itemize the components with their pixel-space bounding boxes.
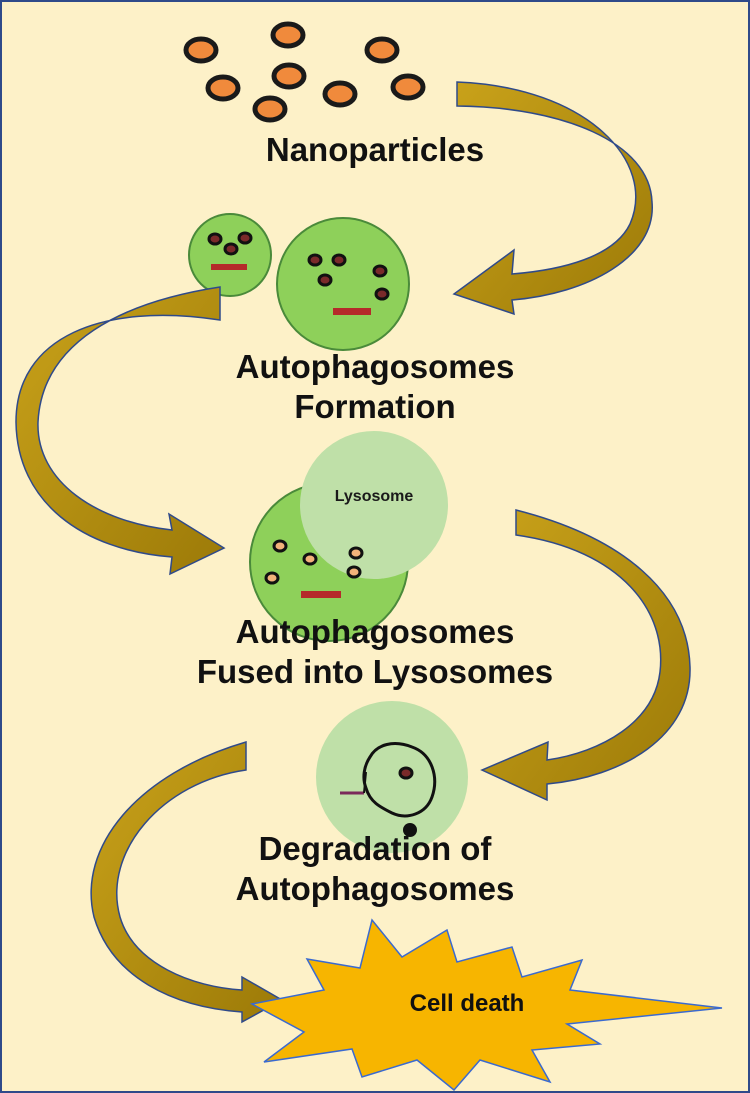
fused-line-2: Fused into Lysosomes [196,653,554,690]
degradation-line-1: Degradation of [258,830,492,867]
nanoparticle-icon [270,21,306,49]
nanoparticles-label: Nanoparticles [2,130,748,170]
degradation-label: Degradation of Autophagosomes [2,829,748,909]
cell-death-label: Cell death [409,990,525,1017]
fused-line-1: Autophagosomes [235,613,515,650]
lysosome-label: Lysosome [334,488,414,505]
fused-autolysosome-icon [249,431,448,642]
degradation-icon [316,701,468,853]
curved-arrow-icon [90,740,284,1024]
formation-label: Autophagosomes Formation [2,347,748,427]
nanoparticle-icon [364,36,400,64]
large-autophagosome-icon [276,217,410,351]
nanoparticle-icon [205,74,241,102]
small-autophagosome-icon [188,213,272,297]
nanoparticle-icon [252,95,288,123]
nanoparticle-icon [271,62,307,90]
nanoparticle-cluster [183,21,426,123]
cell-death-burst-icon [249,918,723,1091]
curved-arrow-icon [480,509,691,802]
nanoparticle-icon [183,36,219,64]
nanoparticles-text: Nanoparticles [265,131,485,168]
nanoparticle-icon [322,80,358,108]
curved-arrow-icon [15,286,226,576]
curved-arrow-icon [452,81,653,316]
formation-line-1: Autophagosomes [235,348,515,385]
nanoparticle-icon [390,73,426,101]
formation-line-2: Formation [294,388,456,425]
lysosome-icon [300,431,448,579]
degradation-line-2: Autophagosomes [235,870,515,907]
fused-label: Autophagosomes Fused into Lysosomes [2,612,748,692]
